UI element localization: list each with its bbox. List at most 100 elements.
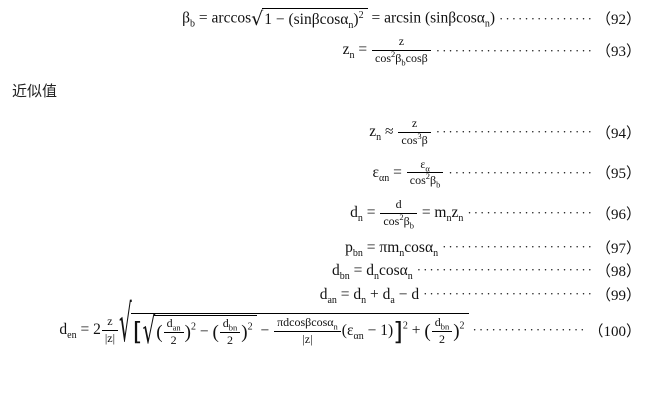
dot-leader: ····················: [467, 205, 594, 221]
math-run: = m: [417, 204, 447, 222]
right-bracket: ]: [393, 316, 403, 346]
formula-98: dbn = dncosαn: [331, 261, 413, 282]
dot-leader: ···························: [423, 286, 594, 302]
subscript: n: [357, 213, 363, 225]
equation-row-98: dbn = dncosαn ··························…: [10, 260, 641, 282]
math-run: cos: [375, 51, 392, 66]
radical-sign: √: [118, 293, 132, 355]
fraction: πdcosβcosαn|z|: [274, 315, 341, 347]
math-run: (ε: [341, 321, 354, 339]
fraction-denominator: cos2βbcosβ: [372, 49, 431, 68]
math-run: z: [342, 41, 350, 59]
subscript: b: [401, 57, 406, 68]
math-run: d: [395, 197, 402, 212]
subscript: b: [409, 220, 414, 231]
subscript: αn: [353, 330, 364, 342]
math-run: = arccos: [195, 9, 252, 27]
fraction: z|z|: [101, 314, 118, 346]
math-run: z: [369, 122, 377, 140]
superscript: 2: [459, 320, 465, 332]
dot-leader: ·························: [435, 124, 594, 140]
fraction-numerator: z: [101, 314, 118, 331]
fraction-denominator: 2: [164, 333, 184, 348]
fraction-denominator: 2: [220, 333, 241, 348]
math-run: |z|: [302, 331, 313, 346]
math-run: d: [59, 320, 68, 338]
subscript: an: [327, 294, 337, 306]
equation-row-99: dan = dn + da − d ······················…: [10, 284, 641, 306]
math-run: z: [398, 34, 405, 49]
math-run: 2: [438, 331, 445, 346]
right-paren: ): [184, 321, 191, 343]
subscript: bn: [440, 321, 450, 332]
subscript: n: [361, 294, 367, 306]
superscript: 2: [391, 49, 396, 60]
subscript: en: [67, 329, 77, 341]
formula-99: dan = dn + da − d: [320, 285, 420, 306]
math-run: d: [434, 314, 441, 329]
equation-number: （92）: [595, 12, 641, 29]
left-paren: (: [156, 321, 163, 343]
math-run: d: [331, 261, 340, 279]
formula-97: pbn = πmncosαn: [345, 238, 438, 259]
subscript: n: [333, 321, 338, 332]
math-run: =: [362, 204, 380, 222]
subscript: n: [458, 213, 464, 225]
math-run: p: [345, 238, 353, 256]
equation-number: （98）: [595, 263, 641, 280]
equation-number: （99）: [595, 287, 641, 304]
math-run: β: [403, 213, 410, 228]
subscript: b: [436, 179, 441, 190]
fraction-numerator: dbn: [431, 314, 453, 332]
math-run: =: [389, 163, 406, 181]
dot-leader: ·······················: [448, 164, 594, 180]
math-run: = d: [349, 261, 374, 279]
dot-leader: ··················: [472, 322, 587, 338]
fraction-denominator: |z|: [102, 331, 118, 346]
equation-row-92: βb = arccos√1 − (sinβcosαn)2 = arcsin (s…: [10, 8, 641, 31]
subscript: n: [446, 213, 452, 225]
subscript: n: [349, 50, 355, 62]
fraction-numerator: dan: [163, 315, 184, 333]
radical-sign: √: [251, 8, 264, 31]
right-paren: ): [241, 321, 248, 343]
fraction-denominator: cos2βb: [407, 172, 444, 190]
approx-value-label: 近似值: [12, 81, 58, 100]
math-run: −: [256, 321, 274, 339]
math-run: − d: [394, 285, 420, 303]
math-run: β: [421, 132, 428, 147]
superscript: 2: [402, 320, 408, 332]
dot-leader: ···············: [499, 10, 594, 26]
equation-number: （100）: [588, 323, 641, 340]
fraction-numerator: d: [380, 197, 417, 214]
math-run: |z|: [104, 330, 115, 345]
dot-leader: ····························: [416, 262, 594, 278]
math-run: =: [354, 41, 372, 59]
math-run: ≈: [381, 122, 398, 140]
dot-leader: ·························: [435, 42, 594, 58]
subscript: α: [425, 162, 430, 173]
left-paren: (: [212, 321, 219, 343]
document-page: βb = arccos√1 − (sinβcosαn)2 = arcsin (s…: [10, 8, 641, 349]
left-bracket: [: [132, 316, 143, 346]
subscript: bn: [339, 270, 350, 282]
math-run: d: [166, 315, 173, 330]
math-run: − 1): [363, 321, 394, 339]
superscript: 2: [247, 321, 253, 333]
math-run: ε: [420, 156, 426, 171]
math-run: ε: [372, 163, 380, 181]
